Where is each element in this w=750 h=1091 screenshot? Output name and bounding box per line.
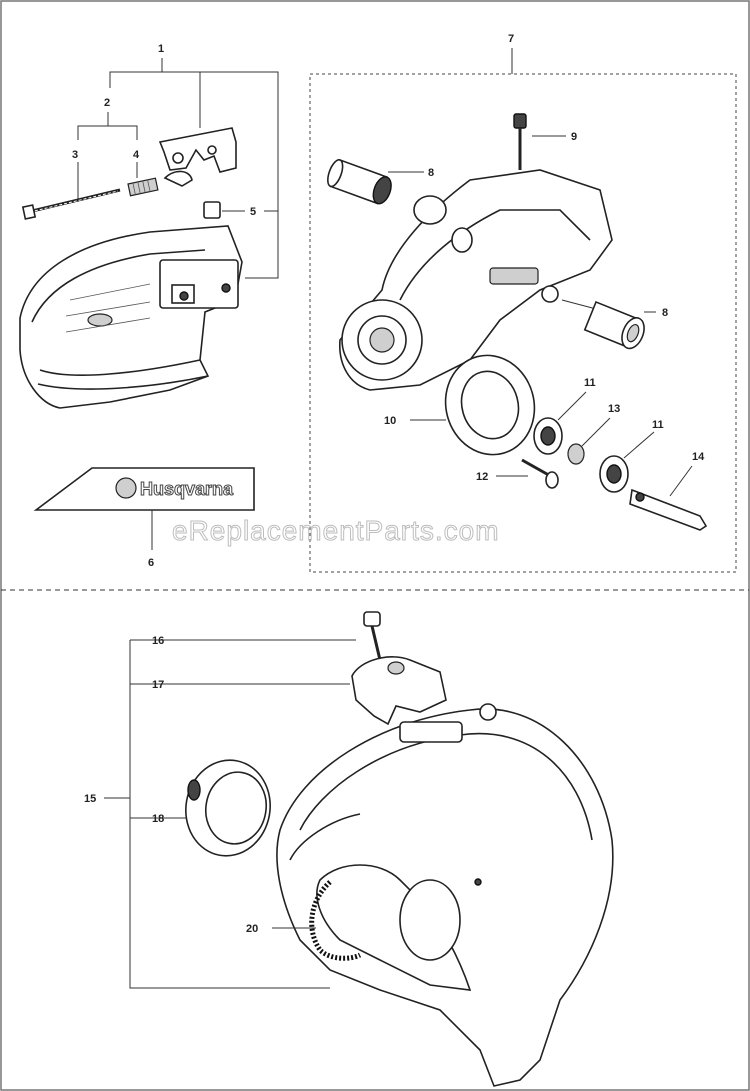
callout-15: 15: [84, 793, 96, 805]
callout-13: 13: [608, 403, 620, 415]
callout-12: 12: [476, 471, 488, 483]
watermark-text: eReplacementParts.com: [172, 515, 500, 546]
blade-guard-group: [104, 611, 614, 1087]
callout-11-left: 11: [584, 377, 596, 389]
callout-20: 20: [246, 923, 258, 935]
callout-16: 16: [152, 635, 164, 647]
callout-5: 5: [250, 206, 256, 218]
callout-7: 7: [508, 33, 514, 45]
bearing-housing-group: [327, 113, 708, 531]
guard-assembly-group: [19, 58, 279, 409]
callout-4: 4: [133, 149, 140, 161]
callout-8-bottom: 8: [662, 307, 668, 319]
callout-11-right: 11: [652, 419, 664, 431]
callout-14: 14: [692, 451, 705, 463]
callout-3: 3: [72, 149, 78, 161]
callout-9: 9: [571, 131, 577, 143]
callout-18: 18: [152, 813, 164, 825]
callout-10: 10: [384, 415, 396, 427]
callout-8-top: 8: [428, 167, 434, 179]
callout-17: 17: [152, 679, 164, 691]
kit-7-box: [309, 73, 737, 573]
husqvarna-decal: Husqvarna: [33, 467, 255, 550]
callout-2: 2: [104, 97, 110, 109]
brand-logo-text: Husqvarna: [140, 479, 234, 499]
callout-1: 1: [158, 43, 164, 55]
callout-6: 6: [148, 557, 154, 569]
